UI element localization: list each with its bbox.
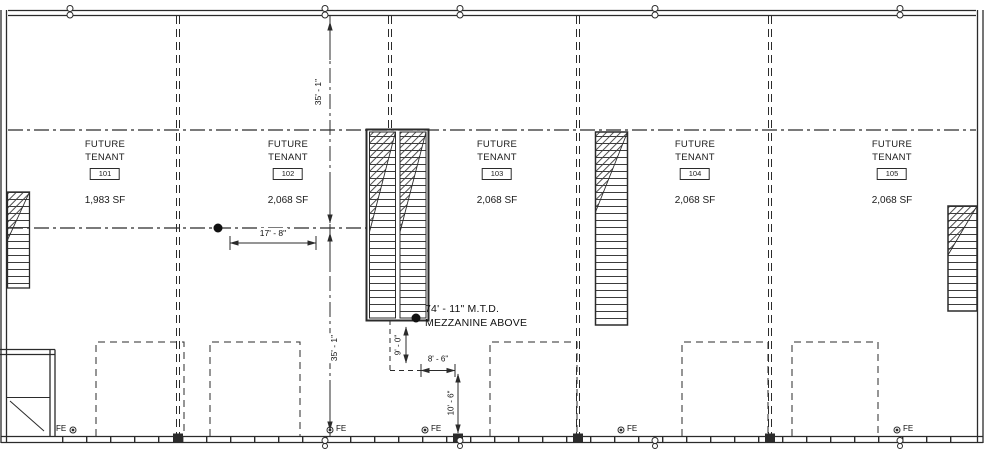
tenant-name-line2: TENANT — [477, 152, 517, 163]
tenant-name-line1: FUTURE — [267, 139, 309, 150]
tenant-name-line2: TENANT — [675, 152, 715, 163]
wall-jamb-blocks — [173, 433, 775, 443]
stair-far-right — [947, 205, 978, 312]
stair-center — [365, 128, 430, 322]
tenant-name-line2: TENANT — [268, 152, 308, 163]
tenant-number-tag: 102 — [273, 168, 303, 180]
tenant-area-label: 2,068 SF — [267, 195, 309, 206]
tenant-number-tag: 105 — [877, 168, 907, 180]
dimension-lines — [229, 16, 461, 436]
mtd-note-line1: 74' - 11" M.T.D. — [425, 303, 500, 315]
stair-mid-right — [594, 131, 629, 326]
dim-lower-vertical: 35' - 1" — [329, 332, 339, 364]
fire-extinguisher-label: FE — [627, 424, 638, 433]
tenant-area-label: 1,983 SF — [84, 195, 126, 206]
stair-left — [6, 191, 31, 289]
tenant-space-102: FUTURE TENANT 102 2,068 SF — [268, 138, 309, 206]
tenant-name-line2: TENANT — [85, 152, 125, 163]
tenant-number-tag: 101 — [90, 168, 120, 180]
tenant-space-104: FUTURE TENANT 104 2,068 SF — [675, 138, 716, 206]
vestibule-walls — [0, 348, 56, 436]
fire-extinguisher-label: FE — [336, 424, 347, 433]
fire-extinguisher-label: FE — [431, 424, 442, 433]
tenant-area-label: 2,068 SF — [674, 195, 716, 206]
fire-extinguisher-label: FE — [903, 424, 914, 433]
tenant-name-line1: FUTURE — [871, 139, 913, 150]
dim-landing-width: 8' - 6" — [425, 354, 451, 364]
tenant-name-line1: FUTURE — [674, 139, 716, 150]
tenant-space-101: FUTURE TENANT 101 1,983 SF — [85, 138, 126, 206]
tenant-number-tag: 103 — [482, 168, 512, 180]
fire-extinguisher-icons — [69, 426, 901, 434]
tenant-area-label: 2,068 SF — [871, 195, 913, 206]
tenant-space-105: FUTURE TENANT 105 2,068 SF — [872, 138, 913, 206]
exterior-walls — [0, 9, 984, 444]
tenant-space-103: FUTURE TENANT 103 2,068 SF — [477, 138, 518, 206]
dim-stair-depth: 9' - 0" — [393, 332, 403, 358]
section-marker-icons — [66, 5, 904, 449]
dim-tenant-width: 17' - 8" — [257, 228, 289, 238]
dim-upper-vertical: 35' - 1" — [313, 76, 323, 108]
tenant-name-line2: TENANT — [872, 152, 912, 163]
tenant-area-label: 2,068 SF — [476, 195, 518, 206]
mtd-note-line2: MEZZANINE ABOVE — [425, 317, 528, 329]
measurement-point-dots — [213, 223, 421, 323]
fire-extinguisher-label: FE — [56, 424, 67, 433]
mezzanine-outline-lines — [8, 129, 976, 229]
dim-entry-depth: 10' - 6" — [446, 388, 456, 418]
tenant-number-tag: 104 — [680, 168, 710, 180]
future-storefront-openings — [95, 341, 879, 436]
tenant-name-line1: FUTURE — [84, 139, 126, 150]
tenant-name-line1: FUTURE — [476, 139, 518, 150]
door-swing-line — [9, 400, 45, 432]
demising-walls — [176, 16, 772, 436]
